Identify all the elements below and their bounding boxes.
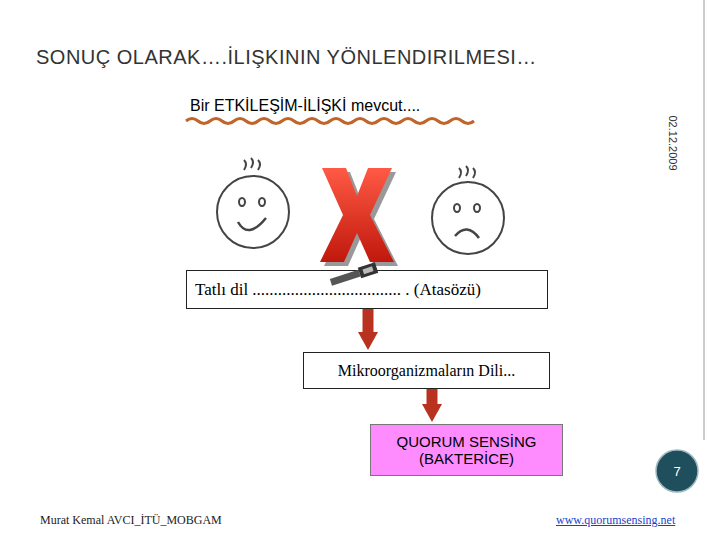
node-text: Mikroorganizmaların Dili...: [338, 362, 515, 380]
sad-face: [432, 166, 504, 254]
slide-title: SONUÇ OLARAK….İLIŞKININ YÖNLENDIRILMESI…: [36, 46, 537, 69]
highlight-box: QUORUM SENSİNG (BAKTERİCE): [370, 424, 563, 476]
node-text: QUORUM SENSİNG (BAKTERİCE): [387, 433, 546, 467]
subtitle: Bir ETKİLEŞİM-İLİŞKİ mevcut....: [190, 97, 420, 115]
frame-line: [704, 0, 705, 440]
happy-face: [217, 158, 289, 248]
proverb-box: Tatlı dil ..............................…: [186, 270, 548, 309]
wavy-underline: [186, 119, 474, 124]
flow-arrow: [427, 389, 438, 406]
page-number-circle: 7: [655, 449, 699, 493]
topic-box: Mikroorganizmaların Dili...: [303, 352, 550, 389]
red-cross: [320, 168, 398, 266]
date-label: 02.12.2009: [667, 103, 679, 183]
url-label: www.quorumsensing.net: [556, 513, 675, 528]
node-text: Tatlı dil ..............................…: [195, 280, 481, 300]
node-text: 7: [673, 464, 680, 479]
flow-arrow: [363, 309, 374, 334]
author-label: Murat Kemal AVCI_İTÜ_MOBGAM: [40, 513, 222, 528]
